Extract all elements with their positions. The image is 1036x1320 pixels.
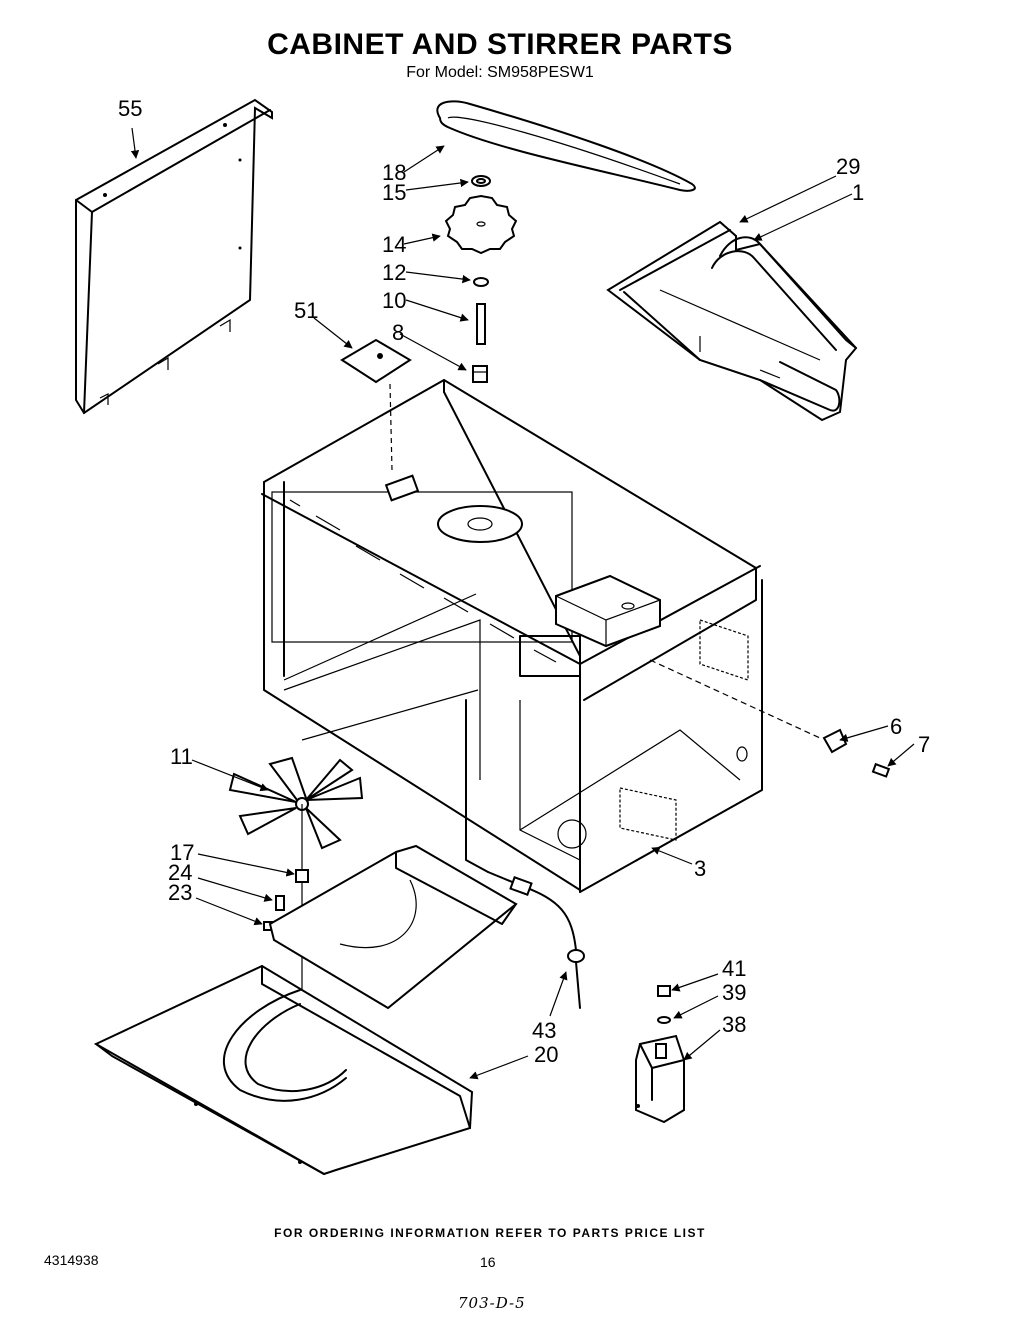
waveguide-duct-parts xyxy=(606,220,858,422)
callout-1: 1 xyxy=(852,180,864,205)
callout-15: 15 xyxy=(382,180,406,205)
callout-11: 11 xyxy=(170,744,193,769)
stirrer-stack-parts xyxy=(444,175,518,383)
callout-12: 12 xyxy=(382,260,406,285)
callout-23: 23 xyxy=(168,880,192,905)
callout-39: 39 xyxy=(722,980,746,1005)
cover-plate-part xyxy=(340,338,412,471)
callout-51: 51 xyxy=(294,298,318,323)
callout-8: 8 xyxy=(392,320,404,345)
callout-14: 14 xyxy=(382,232,406,257)
page-number: 16 xyxy=(480,1254,496,1270)
page-title: CABINET AND STIRRER PARTS xyxy=(267,28,733,61)
ordering-info-note: FOR ORDERING INFORMATION REFER TO PARTS … xyxy=(274,1226,706,1240)
callout-6: 6 xyxy=(890,714,902,739)
model-subtitle: For Model: SM958PESW1 xyxy=(406,64,594,81)
callout-10: 10 xyxy=(382,288,406,313)
latch-screw-parts xyxy=(649,659,891,778)
stirrer-belt-part xyxy=(436,100,696,192)
back-panel-part xyxy=(75,98,273,415)
callout-55: 55 xyxy=(118,96,142,121)
callout-3: 3 xyxy=(694,856,706,881)
document-number: 4314938 xyxy=(44,1252,99,1268)
callout-43: 43 xyxy=(532,1018,556,1043)
stirrer-motor-parts xyxy=(635,985,685,1124)
callout-7: 7 xyxy=(918,732,930,757)
callout-20: 20 xyxy=(534,1042,558,1067)
cabinet-frame xyxy=(261,379,763,893)
stirrer-shield-part xyxy=(268,844,518,1010)
probe-part xyxy=(465,699,585,1009)
leader-arrows xyxy=(130,127,915,1080)
callout-38: 38 xyxy=(722,1012,746,1037)
callout-18: 18 xyxy=(382,160,406,185)
bottom-tray-part xyxy=(93,964,474,1176)
handwritten-code: 703-D-5 xyxy=(458,1294,526,1312)
callout-41: 41 xyxy=(722,956,746,981)
callout-24: 24 xyxy=(168,860,192,885)
callout-29: 29 xyxy=(836,154,860,179)
callout-17: 17 xyxy=(170,840,194,865)
